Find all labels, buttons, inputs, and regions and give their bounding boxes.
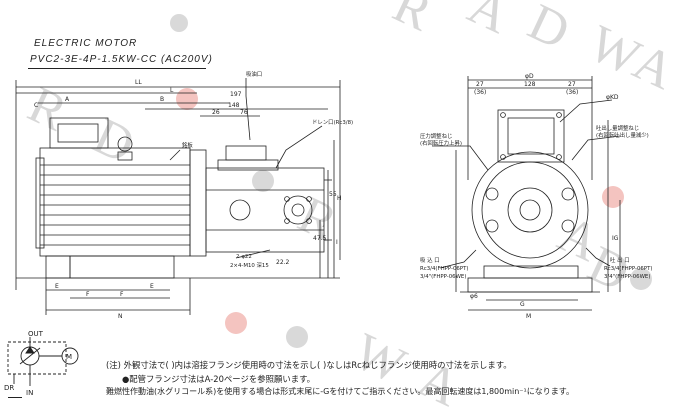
- bolt-label: 2-φ22: [236, 254, 252, 260]
- dim-label: φ6: [470, 293, 478, 300]
- dim-label: 26: [212, 109, 220, 116]
- flow-adjust-note: (右回転吐出し量減少): [596, 131, 649, 139]
- front-view-drawing: φD 128 27 27 (36) (36) φKD φ6 G M IG 圧力調…: [420, 73, 652, 320]
- dim-label: I: [336, 239, 338, 246]
- dim-label: 55: [329, 191, 337, 198]
- dim-label: L: [170, 87, 174, 94]
- dim-label: (36): [474, 89, 486, 96]
- watermark-dot: [225, 312, 247, 334]
- dim-label: IG: [612, 235, 619, 242]
- watermark-dot: [170, 14, 188, 32]
- suction-port-label: 吸 込 口: [420, 256, 440, 264]
- dim-label: φD: [525, 73, 534, 80]
- dim-label: φKD: [606, 94, 619, 101]
- flow-adjust-label: 吐出し量調整ねじ: [596, 124, 639, 132]
- dim-label: M: [526, 313, 531, 320]
- watermark-dot: [286, 326, 308, 348]
- dim-label: F: [120, 291, 124, 298]
- discharge-port-rc: Rc3/4(FHPP-06PT): [604, 266, 652, 272]
- dim-label: C: [34, 102, 38, 109]
- dim-label: G: [520, 301, 525, 308]
- suction-port-rc: Rc3/4(FHPP-06PT): [420, 266, 468, 272]
- model-underline: [28, 68, 206, 69]
- dim-label: 148: [228, 102, 240, 109]
- dim-label: 76: [240, 109, 248, 116]
- symbol-ground-mark: [8, 397, 22, 398]
- dim-label: 27: [568, 81, 576, 88]
- dim-label: B: [160, 96, 164, 103]
- dim-label: LL: [135, 79, 142, 86]
- watermark-dot: [630, 268, 652, 290]
- watermark-dot: [602, 186, 624, 208]
- dim-label: A: [65, 96, 70, 103]
- dim-label: (36): [566, 89, 578, 96]
- screw-label: 2×4-M10 深15: [230, 261, 269, 269]
- dim-label: E: [150, 283, 154, 290]
- symbol-out-label: OUT: [28, 330, 44, 338]
- pressure-adjust-label: 圧力調整ねじ: [420, 132, 452, 140]
- note-line-2: ●配管フランジ寸法はA-20ページを参照願います。: [122, 374, 316, 384]
- dim-label: E: [55, 283, 59, 290]
- symbol-motor-label: M: [66, 353, 72, 361]
- pressure-adjust-note: (右回転圧力上昇): [420, 139, 462, 147]
- watermark-dot: [176, 88, 198, 110]
- dim-label: 128: [524, 81, 536, 88]
- symbol-in-label: IN: [26, 389, 33, 397]
- symbol-dr-label: DR: [4, 384, 14, 392]
- dim-label: N: [118, 313, 123, 320]
- dim-label: F: [86, 291, 90, 298]
- dim-label: 22.2: [276, 259, 290, 266]
- nameplate-label: 銘板: [182, 141, 193, 149]
- drawing-sheet: R A D W A R D R A D W A ELECTRIC MOTOR P…: [4, 0, 673, 419]
- note-line-1: (注) 外観寸法で( )内は溶接フランジ使用時の寸法を示し( )なしはRcねじフ…: [106, 360, 512, 370]
- dim-label: H: [337, 195, 342, 202]
- dim-label: 27: [476, 81, 484, 88]
- model-code: PVC2-3E-4P-1.5KW-CC (AC200V): [30, 54, 213, 65]
- drain-label: ドレン口(Rc3/8): [312, 119, 353, 126]
- dim-label: J: [322, 220, 325, 227]
- hydraulic-symbol: OUT IN DR M: [4, 330, 79, 397]
- dim-label: 47.5: [313, 235, 327, 242]
- watermark-dot: [252, 170, 274, 192]
- discharge-port-alt: 3/4"(FHPP-06WE): [604, 274, 650, 280]
- side-view-drawing: LL L A B C 197 148 26 76 E E F F N H I 5…: [15, 70, 353, 320]
- note-line-3: 難燃性作動油(水グリコール系)を使用する場合は形式末尾に-Gを付けてご指示くださ…: [106, 387, 574, 396]
- discharge-port-label: 吐 出 口: [610, 256, 630, 264]
- suction-label: 吸油口: [246, 70, 262, 78]
- suction-port-alt: 3/4"(FHPP-06WE): [420, 274, 466, 280]
- motor-title: ELECTRIC MOTOR: [34, 38, 138, 49]
- dim-label: 197: [230, 91, 242, 98]
